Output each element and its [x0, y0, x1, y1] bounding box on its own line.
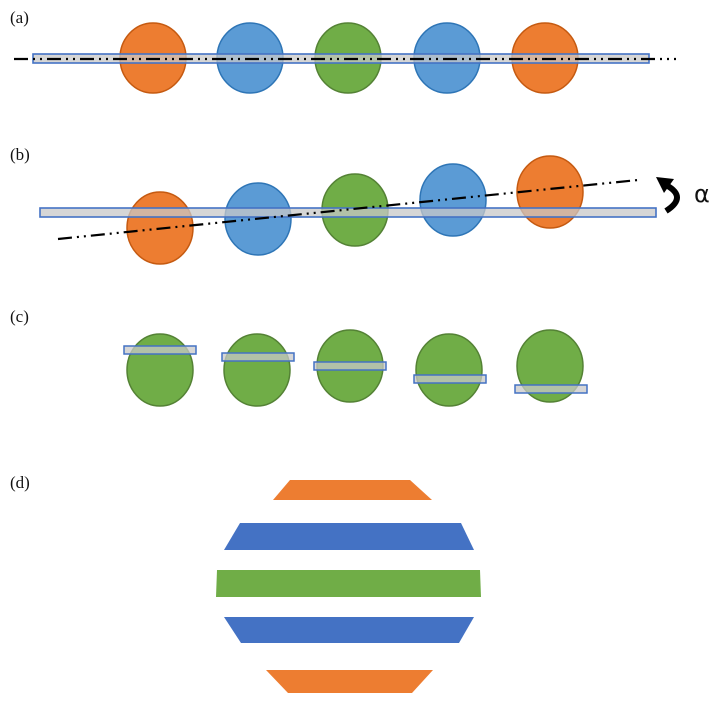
panel-c-slab-5: [514, 384, 588, 394]
panel-c-sphere-5: [516, 329, 584, 403]
panel-c-sphere-2: [223, 333, 291, 407]
rotation-arrow: [664, 182, 680, 214]
panel-d-slice-3: [216, 570, 481, 597]
panel-a-label: (a): [10, 8, 29, 27]
panel-b-slab: [39, 207, 657, 218]
panel-b-tilted-axis-line: [57, 178, 639, 241]
panel-c-slab-4: [413, 374, 487, 384]
panel-c-sphere-1: [126, 333, 194, 407]
panel-b-label: (b): [10, 145, 30, 164]
panel-c-slab-1: [123, 345, 197, 355]
panel-d-slice-1: [273, 480, 432, 500]
panel-c-slab-2: [221, 352, 295, 362]
panel-d-label: (d): [10, 473, 30, 492]
panel-d-slice-4: [224, 617, 474, 643]
panel-d: [216, 480, 481, 693]
panel-b-sphere-4: [419, 163, 487, 237]
panel-c-label: (c): [10, 307, 29, 326]
panel-c-slab-3: [313, 361, 387, 371]
rotation-arrow-head: [656, 177, 674, 193]
panel-d-slice-5: [266, 670, 433, 693]
panel-a: [14, 22, 676, 94]
rotation-angle-symbol: α: [694, 180, 710, 208]
panel-b: α: [39, 155, 710, 265]
panel-d-slice-2: [224, 523, 474, 550]
panel-c-sphere-4: [415, 333, 483, 407]
panel-c: [123, 329, 588, 407]
